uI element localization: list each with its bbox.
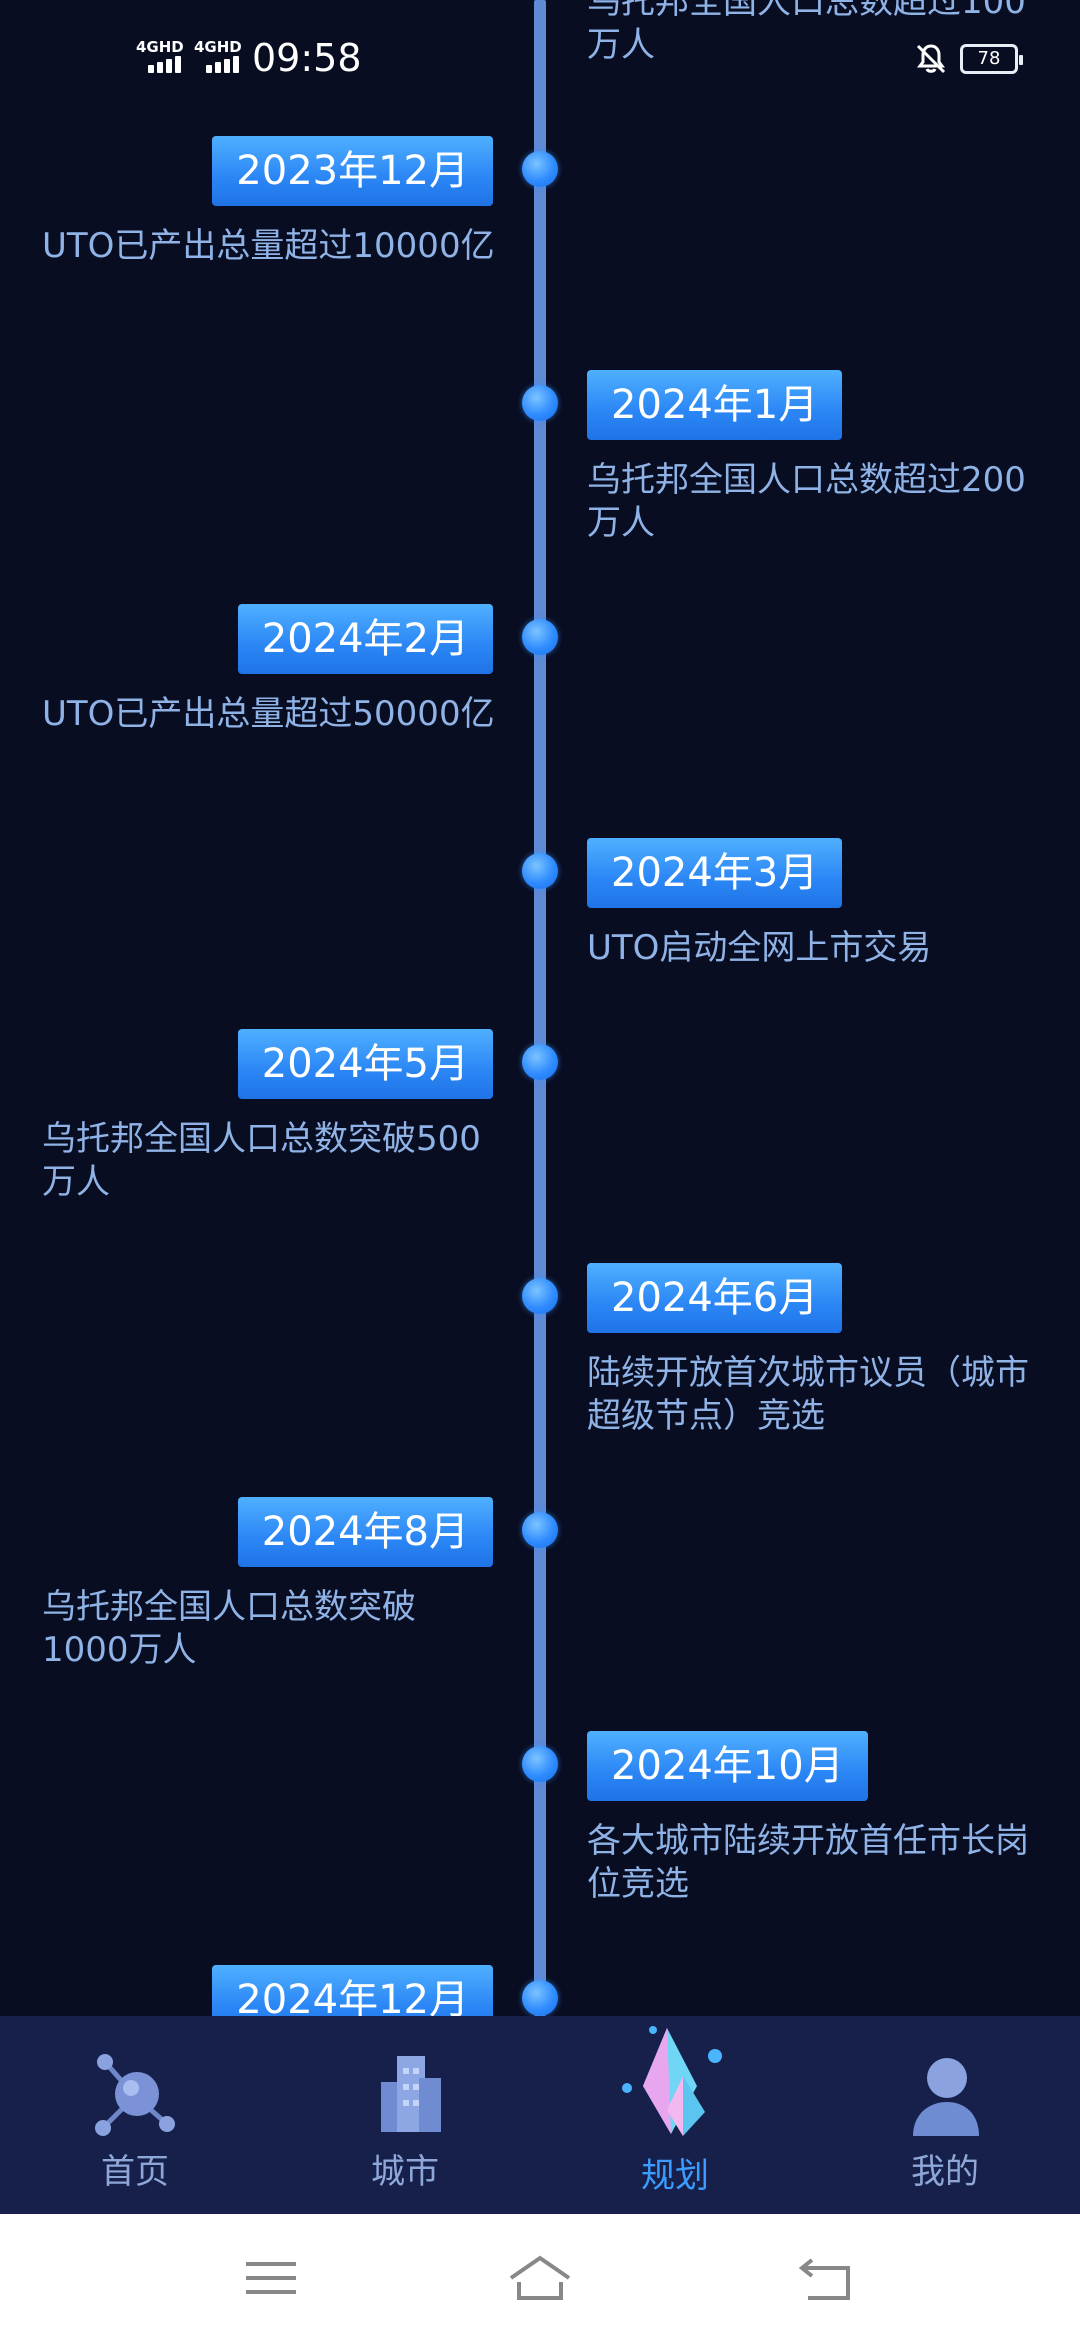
back-icon[interactable] bbox=[790, 2248, 860, 2308]
user-icon bbox=[913, 2058, 979, 2136]
system-navigation-bar bbox=[0, 2214, 1080, 2340]
timeline-dot bbox=[522, 385, 558, 421]
timeline-item-5-date: 2024年5月 bbox=[237, 1029, 493, 1099]
timeline-item-2-text: 乌托邦全国人口总数超过200万人 bbox=[587, 460, 1026, 543]
tab-planning[interactable]: 规划 bbox=[540, 2016, 810, 2214]
timeline-item-3-date: 2024年2月 bbox=[237, 604, 493, 674]
bottom-tab-bar: 首页 城市 bbox=[0, 2016, 1080, 2214]
tab-mine[interactable]: 我的 bbox=[810, 2016, 1080, 2214]
status-bar: 4GHD 4GHD 09:58 78 bbox=[0, 0, 1080, 110]
timeline-item-6-text: 陆续开放首次城市议员（城市超级节点）竞选 bbox=[587, 1353, 1029, 1436]
timeline-item-1-date: 2023年12月 bbox=[212, 136, 493, 206]
menu-icon[interactable] bbox=[236, 2248, 306, 2308]
timeline-item-4-text: UTO启动全网上市交易 bbox=[587, 928, 932, 968]
timeline-axis bbox=[534, 0, 546, 2016]
timeline-item-8-date: 2024年10月 bbox=[587, 1731, 868, 1801]
timeline-dot bbox=[522, 853, 558, 889]
battery-icon: 78 bbox=[960, 44, 1023, 74]
timeline-dot bbox=[522, 619, 558, 655]
status-time: 09:58 bbox=[252, 36, 362, 80]
timeline-dot bbox=[522, 1044, 558, 1080]
timeline[interactable]: 乌托邦全国人口总数超过100万人 2023年12月 UTO已产出总量超过1000… bbox=[0, 0, 1080, 2016]
timeline-dot bbox=[522, 1512, 558, 1548]
timeline-item-6-date: 2024年6月 bbox=[587, 1263, 843, 1333]
network-icon bbox=[95, 2054, 175, 2136]
timeline-item-8-text: 各大城市陆续开放首任市长岗位竞选 bbox=[587, 1821, 1029, 1904]
tab-city[interactable]: 城市 bbox=[270, 2016, 540, 2214]
timeline-dot bbox=[522, 1278, 558, 1314]
timeline-item-0-text: 乌托邦全国人口总数超过100万人 bbox=[587, 0, 1026, 65]
mute-bell-icon bbox=[916, 44, 946, 74]
timeline-item-9-date: 2024年12月 bbox=[212, 1965, 493, 2016]
timeline-dot bbox=[522, 1980, 558, 2016]
timeline-item-2-date: 2024年1月 bbox=[587, 370, 843, 440]
timeline-item-7-date: 2024年8月 bbox=[237, 1497, 493, 1567]
timeline-dot bbox=[522, 151, 558, 187]
signal-icon: 4GHD bbox=[194, 38, 246, 74]
tab-home[interactable]: 首页 bbox=[0, 2016, 270, 2214]
timeline-item-4-date: 2024年3月 bbox=[587, 838, 843, 908]
timeline-dot bbox=[522, 1746, 558, 1782]
signal-icon: 4GHD bbox=[136, 38, 188, 74]
city-buildings-icon bbox=[381, 2056, 441, 2132]
timeline-item-3-text: UTO已产出总量超过50000亿 bbox=[42, 694, 495, 734]
timeline-item-5-text: 乌托邦全国人口总数突破500万人 bbox=[42, 1119, 481, 1202]
crystal-icon bbox=[622, 2026, 722, 2136]
timeline-item-7-text: 乌托邦全国人口总数突破1000万人 bbox=[42, 1587, 416, 1670]
home-icon[interactable] bbox=[505, 2248, 575, 2308]
timeline-item-1-text: UTO已产出总量超过10000亿 bbox=[42, 226, 495, 266]
